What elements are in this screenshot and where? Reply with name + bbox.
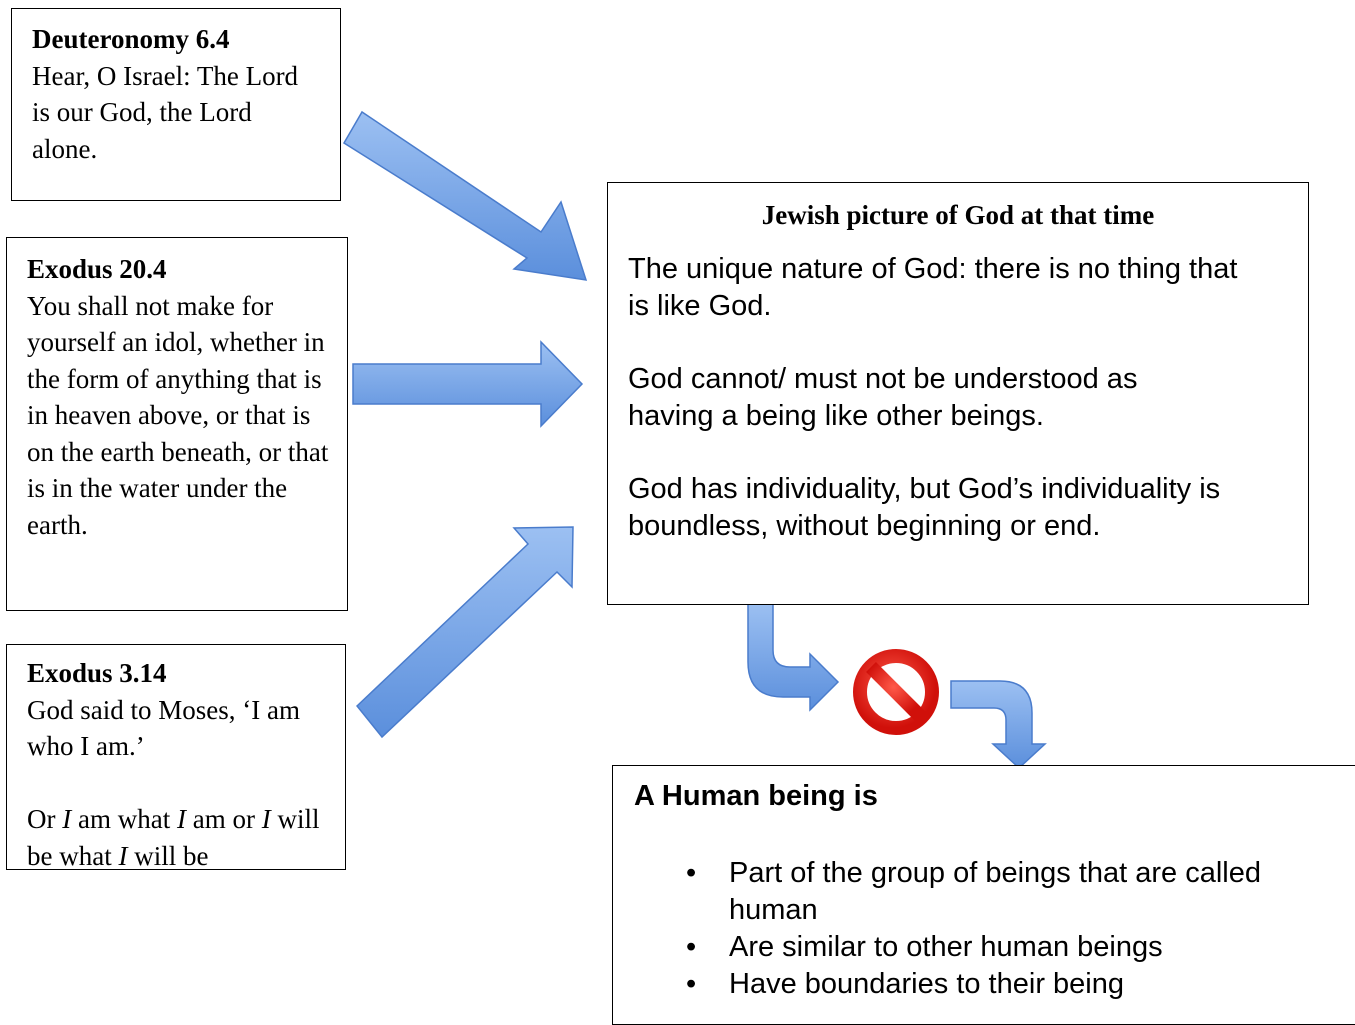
list-item: Part of the group of beings that are cal… — [686, 855, 1329, 929]
jewish-picture-paragraph: God cannot/ must not be understood as ha… — [628, 363, 1138, 432]
human-being-title: A Human being is — [634, 780, 878, 812]
bent-arrow-to-prohibited — [747, 602, 840, 712]
jewish-picture-paragraph: God has individuality, but God’s individ… — [628, 473, 1221, 542]
exodus-3-box: Exodus 3.14 God said to Moses, ‘I am who… — [6, 644, 346, 871]
exodus-20-title: Exodus 20.4 — [27, 254, 167, 284]
exodus-3-line1: God said to Moses, ‘I am who I am.’ — [27, 694, 300, 762]
arrow-exodus3-to-jewish — [355, 526, 574, 739]
exodus-20-box: Exodus 20.4 You shall not make for yours… — [6, 237, 348, 611]
exodus-20-text: You shall not make for yourself an idol,… — [27, 290, 329, 540]
arrow-exodus20-to-jewish — [352, 340, 584, 428]
human-being-box: A Human being is Part of the group of be… — [612, 765, 1355, 1025]
bent-arrow-to-human — [950, 680, 1047, 770]
arrow-deuteronomy-to-jewish — [342, 110, 588, 281]
list-item: Have boundaries to their being — [686, 966, 1329, 1003]
prohibited-icon — [853, 649, 939, 735]
jewish-picture-title: Jewish picture of God at that time — [761, 200, 1155, 230]
human-being-list: Part of the group of beings that are cal… — [634, 855, 1355, 1003]
exodus-3-line2: Or I am what I am or I will be what I wi… — [27, 804, 320, 871]
jewish-picture-box: Jewish picture of God at that time The u… — [607, 182, 1309, 605]
list-item: Are similar to other human beings — [686, 929, 1329, 966]
deuteronomy-box: Deuteronomy 6.4 Hear, O Israel: The Lord… — [11, 8, 341, 201]
exodus-3-title: Exodus 3.14 — [27, 658, 167, 688]
deuteronomy-text: Hear, O Israel: The Lord is our God, the… — [32, 60, 299, 164]
deuteronomy-title: Deuteronomy 6.4 — [32, 24, 230, 54]
jewish-picture-paragraph: The unique nature of God: there is no th… — [628, 253, 1238, 322]
